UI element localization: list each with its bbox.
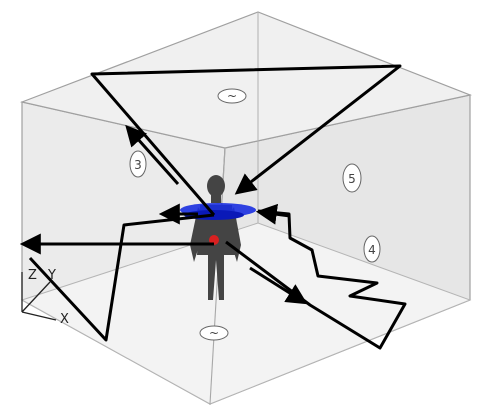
person-left-arm <box>190 207 203 262</box>
axis-x-line <box>21 311 57 321</box>
ray-right-arrow-out <box>249 266 308 305</box>
person-figure <box>190 175 241 300</box>
face-label-floor: ~ <box>199 325 229 341</box>
face-label-right-text: 5 <box>348 172 356 186</box>
ray-right-arrow-in <box>255 203 291 225</box>
face-label-left-text: 3 <box>134 158 142 172</box>
ceiling <box>19 11 473 149</box>
room-box <box>19 11 473 405</box>
face-label-right-lower: 4 <box>363 235 381 263</box>
ray-right-zigzag <box>225 209 407 350</box>
ray-ceiling-arrow <box>125 124 180 185</box>
face-label-floor-text: ~ <box>209 326 219 340</box>
axis-y-line <box>21 281 51 313</box>
propagation-rays <box>19 64 407 350</box>
face-label-right-lower-text: 4 <box>368 243 376 257</box>
axis-z-label: Z <box>28 268 37 283</box>
floor <box>20 222 472 405</box>
person-neck <box>211 195 221 203</box>
face-labels: ~ 3 5 4 ~ <box>129 88 381 341</box>
person-head <box>207 175 225 197</box>
face-label-left: 3 <box>129 150 147 178</box>
axis-y-label: Y <box>47 268 56 283</box>
person-right-arm <box>229 207 241 262</box>
face-label-top: ~ <box>217 88 247 104</box>
person-torso <box>197 205 235 300</box>
axes-indicator <box>21 272 57 321</box>
face-label-right: 5 <box>342 163 362 193</box>
face-label-top-text: ~ <box>227 89 237 103</box>
ray-ceiling-path <box>90 64 402 216</box>
axis-x-label: X <box>60 312 69 327</box>
